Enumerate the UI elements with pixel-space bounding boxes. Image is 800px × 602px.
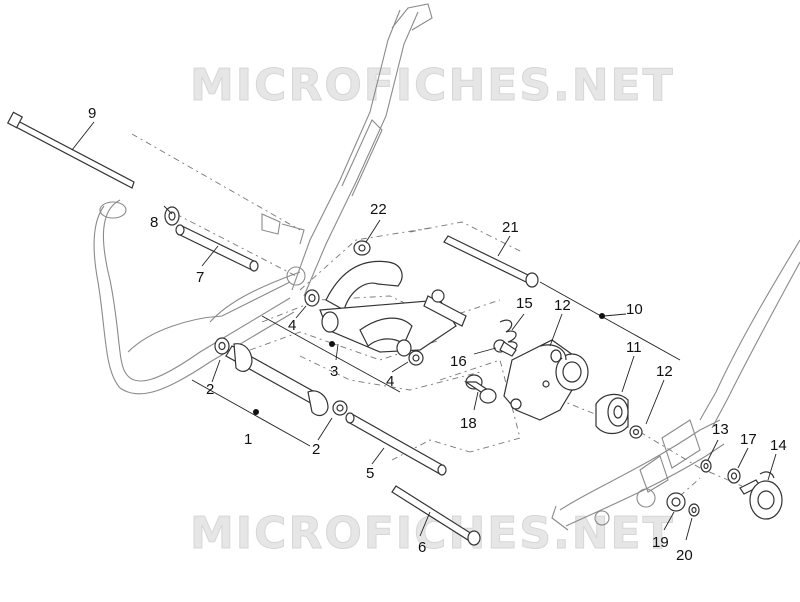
- label-15: 15: [516, 295, 533, 312]
- watermark-top: MICROFICHES.NET: [190, 60, 675, 111]
- label-16: 16: [450, 353, 467, 370]
- label-14: 14: [770, 437, 787, 454]
- label-2-right: 2: [312, 441, 320, 458]
- part-14-rubber-mount: [739, 471, 783, 520]
- part-12-bushing-bottom: [629, 425, 643, 439]
- part-13-washer: [700, 459, 712, 473]
- label-8: 8: [150, 214, 158, 231]
- part-10-engine-bracket: [503, 339, 589, 421]
- part-12-bushing-top: [550, 349, 562, 363]
- part-15-spring: [499, 319, 518, 353]
- part-5-rod: [345, 412, 447, 476]
- label-22: 22: [370, 201, 387, 218]
- part-11-silent-block: [595, 393, 629, 435]
- part-9-long-bolt: [6, 111, 135, 189]
- part-19-washer: [666, 492, 686, 512]
- label-20: 20: [676, 547, 693, 564]
- label-21: 21: [502, 219, 519, 236]
- part-2-bushing-left: [214, 337, 230, 355]
- part-16-pin: [493, 339, 517, 357]
- label-2-left: 2: [206, 381, 214, 398]
- part-20-nut: [688, 503, 700, 517]
- part-8-nut: [164, 206, 180, 226]
- label-1: 1: [244, 431, 252, 448]
- label-11: 11: [626, 339, 642, 356]
- label-9: 9: [88, 105, 96, 122]
- label-4-left: 4: [288, 317, 296, 334]
- label-12-top: 12: [554, 297, 571, 314]
- label-12-bottom: 12: [656, 363, 673, 380]
- part-21-bolt: [443, 235, 539, 288]
- label-17: 17: [740, 431, 757, 448]
- label-19: 19: [652, 534, 669, 551]
- label-18: 18: [460, 415, 477, 432]
- part-7-spacer: [175, 224, 259, 272]
- part-18-sleeve: [464, 374, 497, 404]
- part-22-nut: [353, 240, 371, 256]
- upper-frame: [261, 3, 433, 297]
- leader-lines: [71, 121, 777, 541]
- label-7: 7: [196, 269, 204, 286]
- part-17-nut: [727, 468, 741, 484]
- right-frame: [551, 239, 800, 531]
- label-4-right: 4: [386, 373, 394, 390]
- label-13: 13: [712, 421, 729, 438]
- label-3: 3: [330, 363, 338, 380]
- label-10: 10: [626, 301, 643, 318]
- part-number-labels: 1 2 2 3 4 4 5 6 7 8 9 10 11 12 12 13 14 …: [88, 105, 787, 564]
- part-6-bolt: [391, 485, 481, 546]
- label-5: 5: [366, 465, 374, 482]
- part-3-swingarm-link: [319, 260, 467, 357]
- part-1-shaft-bracket: [225, 343, 329, 417]
- part-2-bushing-right: [332, 400, 348, 416]
- part-4-bushing-top: [304, 289, 320, 307]
- left-frame: [93, 199, 301, 395]
- part-4-bushing-bottom: [408, 350, 424, 366]
- label-6: 6: [418, 539, 426, 556]
